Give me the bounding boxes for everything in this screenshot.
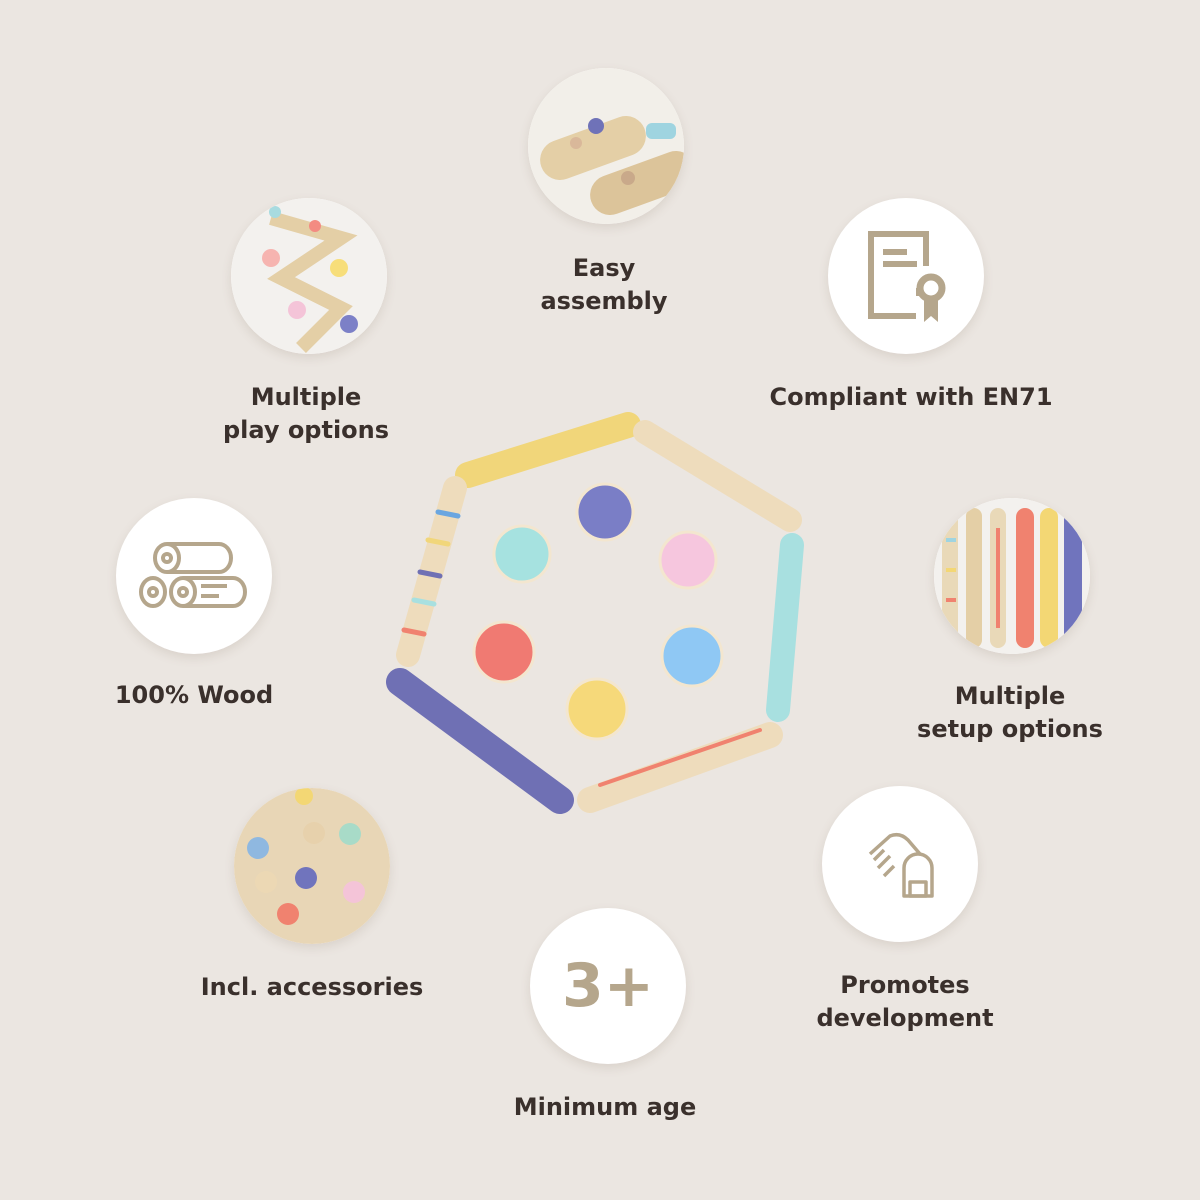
label-line: setup options bbox=[917, 715, 1103, 743]
balance-beam-hexagon-photo bbox=[386, 412, 804, 814]
easy-assembly-label: Easy assembly bbox=[434, 252, 774, 318]
age-value: 3+ bbox=[561, 951, 655, 1021]
label-line: Multiple bbox=[954, 682, 1066, 710]
hand-block-icon bbox=[868, 832, 934, 898]
wood-label: 100% Wood bbox=[24, 679, 364, 712]
hand-block-icon-circle bbox=[822, 786, 978, 942]
label-line: assembly bbox=[540, 287, 668, 315]
easy-assembly-photo bbox=[528, 68, 684, 224]
compliant-label: Compliant with EN71 bbox=[741, 381, 1081, 414]
accessories-photo bbox=[234, 788, 390, 944]
play-options-photo bbox=[231, 198, 387, 354]
label-line: Promotes bbox=[840, 971, 970, 999]
setup-options-label: Multiple setup options bbox=[840, 680, 1180, 746]
wood-logs-icon-circle bbox=[116, 498, 272, 654]
min-age-label: Minimum age bbox=[435, 1091, 775, 1124]
certificate-icon-circle bbox=[828, 198, 984, 354]
age-badge: 3+ bbox=[530, 908, 686, 1064]
label-line: Compliant with EN71 bbox=[769, 383, 1053, 411]
label-line: Multiple bbox=[250, 383, 362, 411]
label-line: Minimum age bbox=[513, 1093, 697, 1121]
setup-options-photo bbox=[934, 498, 1090, 654]
certificate-icon bbox=[868, 231, 946, 322]
label-line: play options bbox=[222, 416, 390, 444]
development-label: Promotes development bbox=[735, 969, 1075, 1035]
accessories-label: Incl. accessories bbox=[142, 971, 482, 1004]
label-line: development bbox=[816, 1004, 994, 1032]
label-line: Incl. accessories bbox=[200, 973, 424, 1001]
wood-logs-icon bbox=[139, 542, 247, 608]
play-options-label: Multiple play options bbox=[136, 381, 476, 447]
label-line: Easy bbox=[572, 254, 636, 282]
label-line: 100% Wood bbox=[114, 681, 274, 709]
